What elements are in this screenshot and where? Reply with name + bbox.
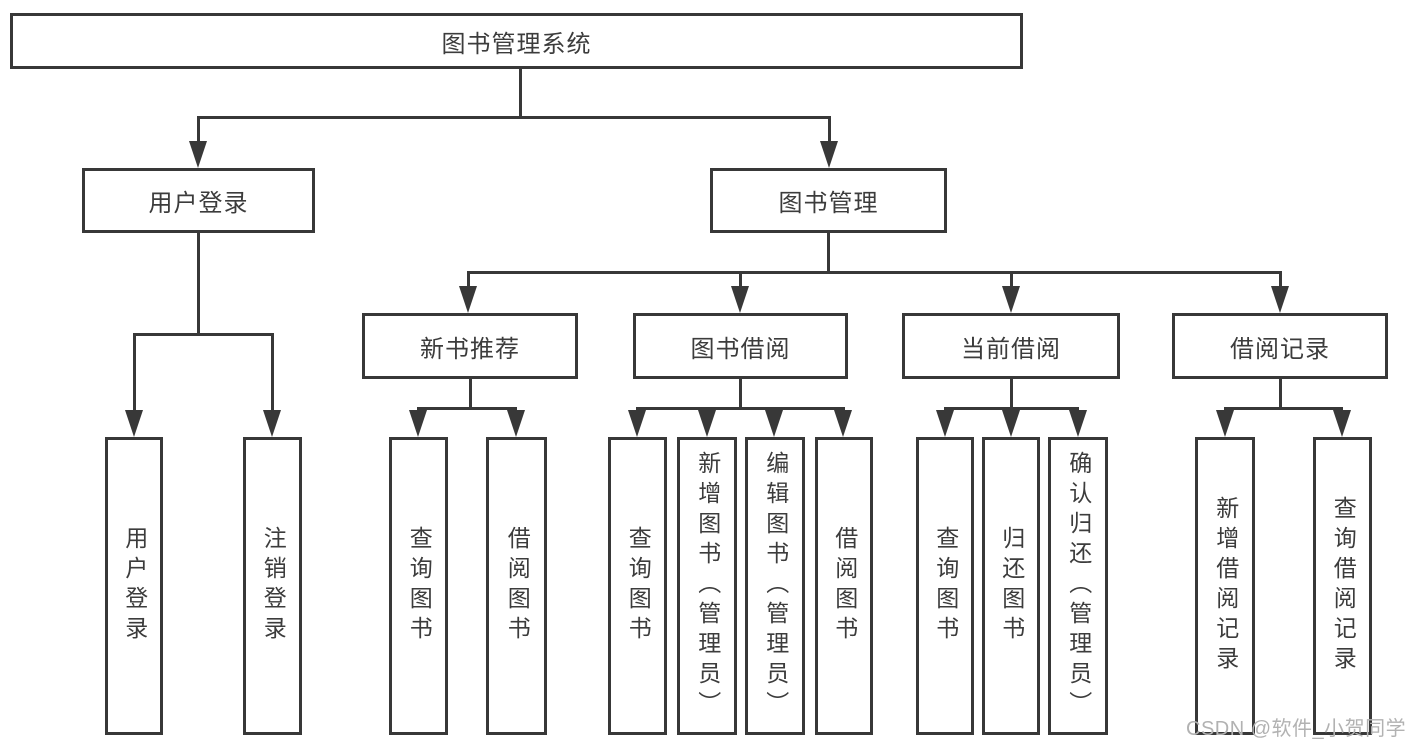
arrowhead-down-icon xyxy=(820,141,838,168)
connector-line xyxy=(636,407,845,410)
arrowhead-down-icon xyxy=(1271,286,1289,313)
node-book-borrow-label: 图书借阅 xyxy=(690,335,791,363)
arrowhead-down-icon xyxy=(834,410,852,437)
arrowhead-down-icon xyxy=(263,410,281,437)
connector-line xyxy=(469,379,472,409)
leaf-query-books-current: 查询图书 xyxy=(916,437,974,735)
leaf-return-book: 归还图书 xyxy=(982,437,1040,735)
leaf-query-books-borrow-label: 查询图书 xyxy=(625,526,652,646)
node-new-book-recommend: 新书推荐 xyxy=(362,313,578,379)
arrowhead-down-icon xyxy=(1069,410,1087,437)
leaf-add-book-admin: 新增图书（管理员） xyxy=(677,437,737,735)
leaf-borrow-books: 借阅图书 xyxy=(815,437,873,735)
leaf-edit-book-admin: 编辑图书（管理员） xyxy=(745,437,805,735)
arrowhead-down-icon xyxy=(628,410,646,437)
leaf-edit-book-admin-label: 编辑图书（管理员） xyxy=(762,451,789,721)
leaf-confirm-return-admin-label: 确认归还（管理员） xyxy=(1065,451,1092,721)
connector-line xyxy=(827,233,830,274)
node-user-login-label: 用户登录 xyxy=(148,190,249,217)
leaf-query-borrow-record-label: 查询借阅记录 xyxy=(1330,496,1357,676)
leaf-query-books-recommend: 查询图书 xyxy=(389,437,448,735)
node-book-management-label: 图书管理 xyxy=(778,190,879,217)
connector-line xyxy=(739,379,742,409)
connector-line xyxy=(1224,407,1343,410)
leaf-borrow-books-recommend-label: 借阅图书 xyxy=(504,526,531,646)
connector-line xyxy=(1010,379,1013,409)
connector-line xyxy=(271,333,274,412)
node-new-book-recommend-label: 新书推荐 xyxy=(420,335,520,363)
node-book-management: 图书管理 xyxy=(710,168,947,233)
arrowhead-down-icon xyxy=(1333,410,1351,437)
node-borrow-records: 借阅记录 xyxy=(1172,313,1388,379)
connector-line xyxy=(519,69,522,117)
node-user-login: 用户登录 xyxy=(82,168,315,233)
connector-line xyxy=(944,407,1079,410)
connector-line xyxy=(1279,271,1282,289)
node-borrow-records-label: 借阅记录 xyxy=(1230,335,1330,363)
connector-line xyxy=(739,271,742,289)
leaf-query-books-recommend-label: 查询图书 xyxy=(406,526,433,646)
node-root: 图书管理系统 xyxy=(10,13,1023,69)
connector-line xyxy=(1279,379,1282,409)
arrowhead-down-icon xyxy=(459,286,477,313)
connector-line xyxy=(828,116,831,146)
csdn-watermark: CSDN @软件_小贺同学 xyxy=(1186,718,1405,740)
node-root-label: 图书管理系统 xyxy=(441,30,592,58)
leaf-user-login-label: 用户登录 xyxy=(121,526,148,646)
connector-line xyxy=(1010,271,1013,289)
connector-line xyxy=(197,233,200,336)
leaf-query-books-borrow: 查询图书 xyxy=(608,437,667,735)
leaf-add-book-admin-label: 新增图书（管理员） xyxy=(694,451,721,721)
arrowhead-down-icon xyxy=(409,410,427,437)
connector-line xyxy=(417,407,517,410)
arrowhead-down-icon xyxy=(125,410,143,437)
leaf-logout: 注销登录 xyxy=(243,437,302,735)
leaf-query-borrow-record: 查询借阅记录 xyxy=(1313,437,1372,735)
leaf-user-login: 用户登录 xyxy=(105,437,163,735)
leaf-add-borrow-record-label: 新增借阅记录 xyxy=(1212,496,1239,676)
connector-line xyxy=(197,116,831,119)
arrowhead-down-icon xyxy=(1002,286,1020,313)
leaf-logout-label: 注销登录 xyxy=(260,526,287,646)
node-current-borrow: 当前借阅 xyxy=(902,313,1120,379)
arrowhead-down-icon xyxy=(936,410,954,437)
arrowhead-down-icon xyxy=(507,410,525,437)
arrowhead-down-icon xyxy=(1216,410,1234,437)
leaf-return-book-label: 归还图书 xyxy=(998,526,1025,646)
arrowhead-down-icon xyxy=(731,286,749,313)
node-book-borrow: 图书借阅 xyxy=(633,313,848,379)
arrowhead-down-icon xyxy=(698,410,716,437)
connector-line xyxy=(133,333,136,412)
arrowhead-down-icon xyxy=(1002,410,1020,437)
leaf-borrow-books-recommend: 借阅图书 xyxy=(486,437,547,735)
leaf-confirm-return-admin: 确认归还（管理员） xyxy=(1048,437,1108,735)
connector-line xyxy=(197,116,200,146)
node-current-borrow-label: 当前借阅 xyxy=(961,335,1061,363)
arrowhead-down-icon xyxy=(765,410,783,437)
leaf-borrow-books-label: 借阅图书 xyxy=(831,526,858,646)
connector-line xyxy=(467,271,1281,274)
leaf-query-books-current-label: 查询图书 xyxy=(932,526,959,646)
arrowhead-down-icon xyxy=(189,141,207,168)
connector-line xyxy=(467,271,470,289)
connector-line xyxy=(133,333,274,336)
leaf-add-borrow-record: 新增借阅记录 xyxy=(1195,437,1255,735)
